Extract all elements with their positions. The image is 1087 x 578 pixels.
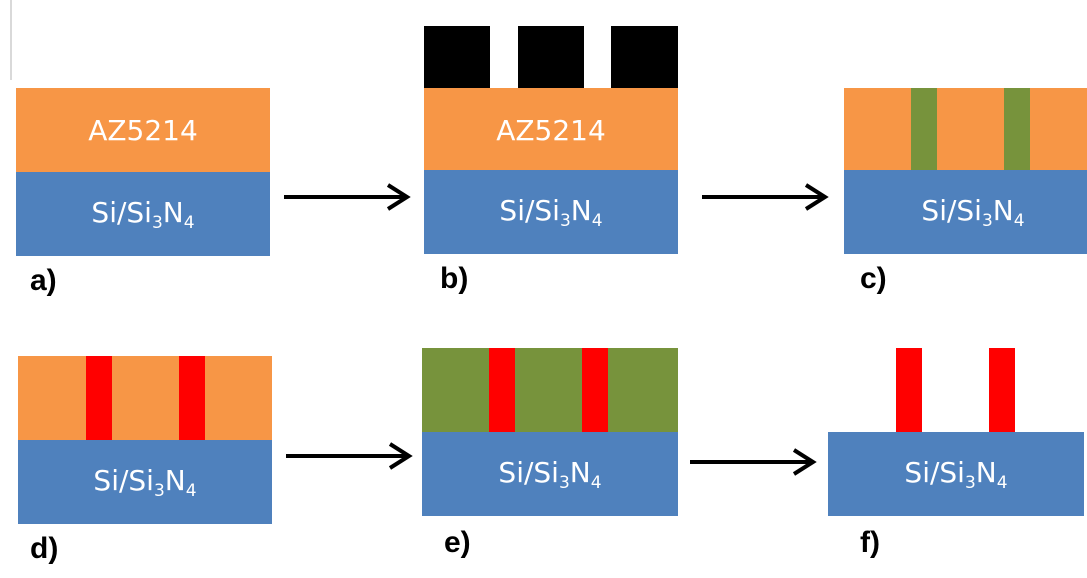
panel-c-substrate-label: Si/Si3N4 (921, 194, 1025, 231)
panel-c-exposed-region-1 (911, 88, 937, 170)
step-label-b: b) (440, 262, 469, 295)
panel-d-substrate: Si/Si3N4 (18, 440, 272, 524)
panel-f-metal-line-1 (896, 348, 922, 432)
panel-b-mask-block-1 (424, 26, 490, 88)
panel-b-mask-block-3 (611, 26, 678, 88)
panel-e-metal-1 (489, 348, 515, 432)
panel-f-metal-line-2 (989, 348, 1015, 432)
step-label-c: c) (860, 262, 887, 295)
panel-b-substrate: Si/Si3N4 (424, 170, 678, 254)
left-edge-line (10, 0, 12, 80)
arrow-e-to-f (690, 448, 817, 476)
panel-d-metal-2 (179, 356, 205, 440)
panel-b-substrate-label: Si/Si3N4 (499, 194, 603, 231)
panel-b-resist-label: AZ5214 (496, 114, 606, 147)
panel-b-mask-block-2 (518, 26, 584, 88)
panel-d-metal-1 (86, 356, 112, 440)
panel-b-resist-layer: AZ5214 (424, 88, 678, 170)
panel-a-resist-layer: AZ5214 (16, 88, 270, 172)
step-label-a: a) (30, 264, 57, 297)
panel-c-substrate: Si/Si3N4 (844, 170, 1087, 254)
arrow-d-to-e (286, 442, 413, 470)
panel-e-metal-2 (582, 348, 608, 432)
panel-e-substrate-label: Si/Si3N4 (498, 456, 602, 493)
step-label-e: e) (444, 526, 471, 559)
arrow-b-to-c (702, 183, 829, 211)
step-label-f: f) (860, 526, 880, 559)
panel-a-substrate: Si/Si3N4 (16, 172, 270, 256)
panel-e-green-layer (422, 348, 678, 432)
panel-f-substrate: Si/Si3N4 (828, 432, 1084, 516)
step-label-d: d) (30, 532, 59, 565)
panel-c-exposed-region-2 (1004, 88, 1030, 170)
panel-a-resist-label: AZ5214 (88, 114, 198, 147)
panel-a-substrate-label: Si/Si3N4 (91, 196, 195, 233)
panel-d-resist-layer (18, 356, 272, 440)
panel-c-resist-layer (844, 88, 1087, 170)
panel-f-substrate-label: Si/Si3N4 (904, 456, 1008, 493)
panel-e-substrate: Si/Si3N4 (422, 432, 678, 516)
arrow-a-to-b (284, 183, 411, 211)
panel-d-substrate-label: Si/Si3N4 (93, 464, 197, 501)
